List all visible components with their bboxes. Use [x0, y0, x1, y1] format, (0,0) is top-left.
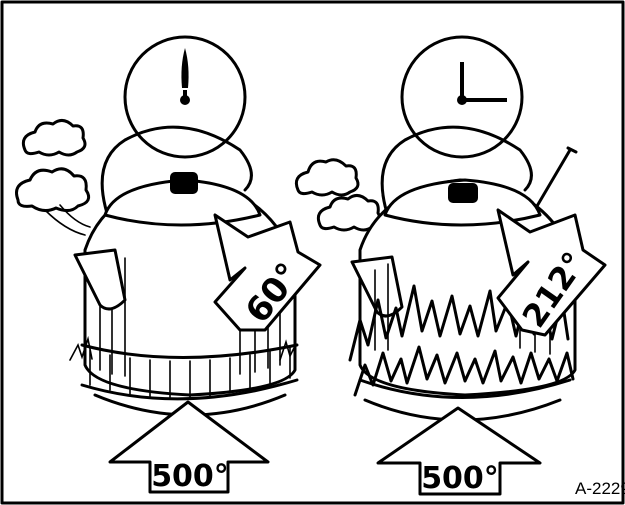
- steam-cloud-left-lower: [17, 169, 91, 235]
- side-arrow-left: 60°: [215, 215, 320, 331]
- steam-cloud-right: [296, 160, 380, 230]
- left-scene: 60° 500°: [17, 37, 321, 494]
- bottom-arrow-right: 500°: [378, 408, 540, 496]
- right-scene: 212° 500°: [296, 37, 605, 496]
- bottom-arrow-right-label: 500°: [421, 461, 499, 496]
- side-arrow-right: 212°: [498, 210, 605, 335]
- bottom-arrow-left: 500°: [110, 402, 268, 494]
- bottom-arrow-left-label: 500°: [151, 459, 229, 494]
- steam-cloud-left-top: [23, 120, 85, 155]
- gauge-left: [125, 37, 245, 157]
- figure-id: A-2229: [575, 479, 625, 498]
